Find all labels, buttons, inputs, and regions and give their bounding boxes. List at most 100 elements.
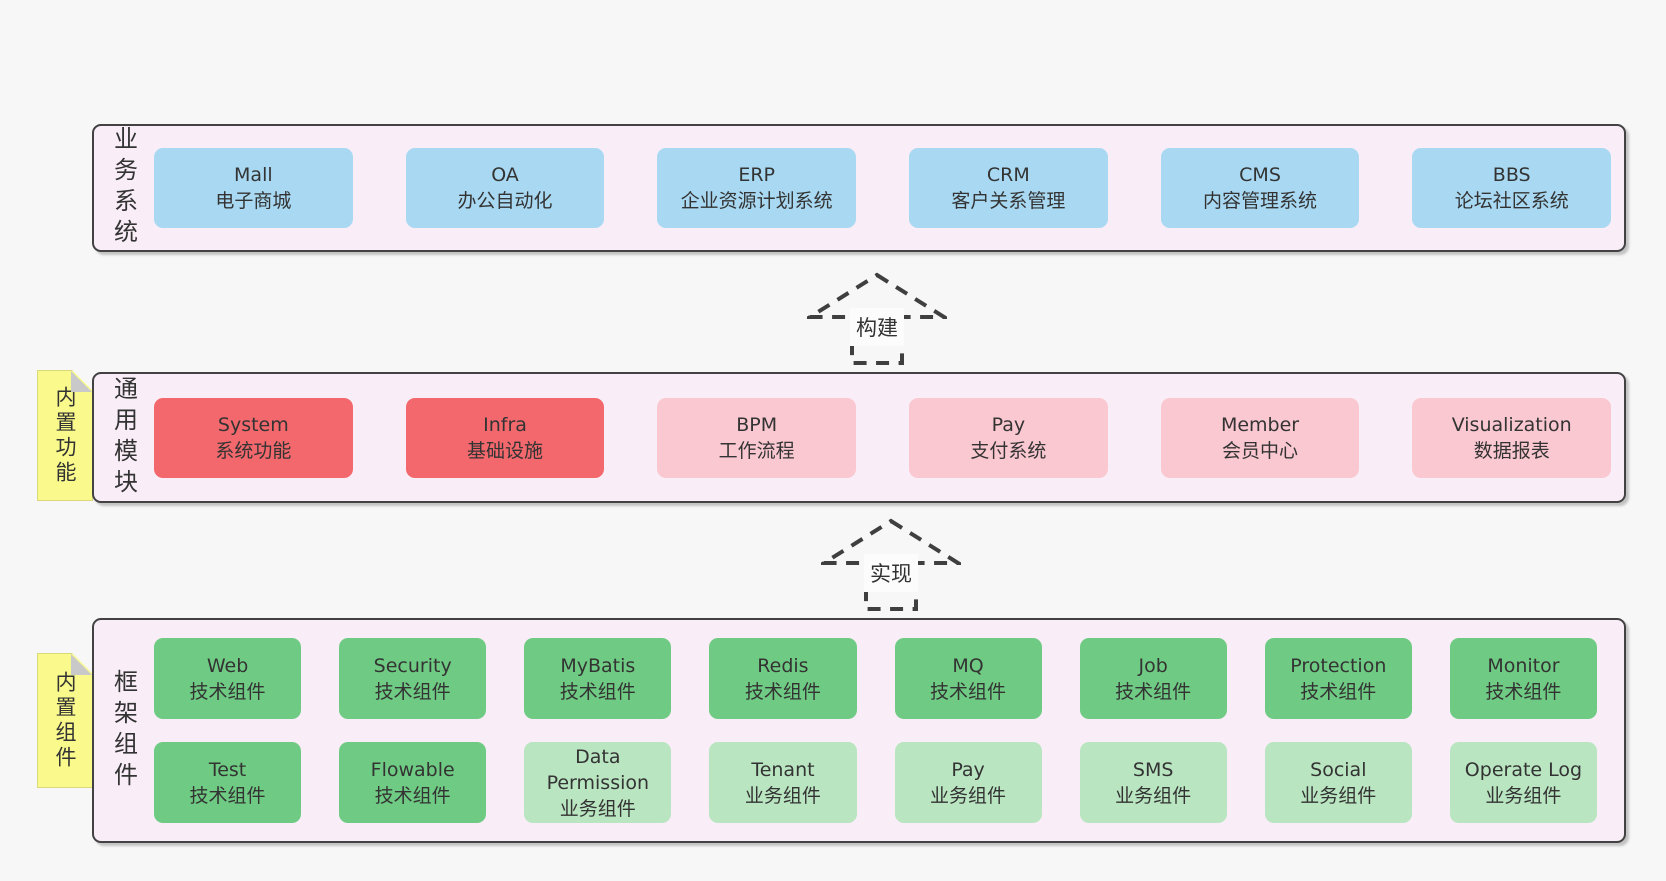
box-protection: Protection 技术组件 bbox=[1264, 638, 1412, 719]
layer-components-label: 框架组件 bbox=[109, 668, 138, 793]
box-subtitle: 数据报表 bbox=[1473, 439, 1550, 462]
box-bpm: BPM 工作流程 bbox=[657, 397, 857, 478]
arrow-build-label: 构建 bbox=[850, 308, 904, 346]
box-title: Pay bbox=[951, 758, 985, 781]
box-job: Job 技术组件 bbox=[1079, 638, 1227, 719]
layer-common-modules: 通用模块 System 系统功能 Infra 基础设施 BPM 工作流程 Pay… bbox=[92, 372, 1626, 503]
box-subtitle: 技术组件 bbox=[559, 680, 636, 703]
box-social: Social 业务组件 bbox=[1264, 742, 1412, 823]
box-subtitle: 业务组件 bbox=[1300, 784, 1377, 807]
box-title: Protection bbox=[1290, 654, 1387, 677]
components-row-2: Test 技术组件 Flowable 技术组件 Data Permission … bbox=[154, 742, 1597, 823]
sticky-note-builtin-components: 内置组件 bbox=[37, 653, 93, 788]
box-pay-module: Pay 支付系统 bbox=[909, 397, 1108, 478]
box-title: Mall bbox=[234, 164, 273, 186]
dashed-up-arrow-build bbox=[807, 272, 947, 365]
box-title: Social bbox=[1310, 758, 1367, 781]
box-subtitle: 业务组件 bbox=[1115, 784, 1192, 807]
box-infra: Infra 基础设施 bbox=[405, 397, 605, 478]
box-title: Flowable bbox=[370, 758, 455, 781]
box-subtitle: 支付系统 bbox=[970, 439, 1047, 462]
box-title: System bbox=[217, 413, 289, 436]
box-crm: CRM 客户关系管理 bbox=[909, 148, 1108, 228]
box-tenant: Tenant 业务组件 bbox=[709, 742, 857, 823]
box-subtitle: 电子商城 bbox=[215, 190, 292, 212]
layer-framework-components: 框架组件 Web 技术组件 Security 技术组件 MyBatis 技术组件… bbox=[92, 618, 1626, 843]
box-subtitle: 工作流程 bbox=[718, 439, 795, 462]
box-erp: ERP 企业资源计划系统 bbox=[657, 148, 857, 228]
layer-label-column: 框架组件 bbox=[94, 620, 154, 841]
box-title: MyBatis bbox=[560, 654, 636, 677]
sticky-note-builtin-features: 内置功能 bbox=[37, 370, 93, 501]
box-title: Monitor bbox=[1487, 654, 1560, 677]
box-subtitle: 技术组件 bbox=[189, 784, 266, 807]
box-subtitle: 客户关系管理 bbox=[951, 190, 1066, 212]
box-sms: SMS 业务组件 bbox=[1079, 742, 1227, 823]
box-member: Member 会员中心 bbox=[1160, 397, 1360, 478]
box-subtitle: 业务组件 bbox=[930, 784, 1007, 807]
box-subtitle: 业务组件 bbox=[1485, 784, 1562, 807]
box-title: SMS bbox=[1132, 758, 1174, 781]
business-box-row: Mall 电子商城 OA 办公自动化 ERP 企业资源计划系统 CRM 客户关系… bbox=[154, 126, 1624, 250]
box-title: Job bbox=[1138, 654, 1168, 677]
box-title: Data Permission bbox=[546, 745, 650, 794]
box-system: System 系统功能 bbox=[154, 397, 353, 478]
box-title: Member bbox=[1220, 413, 1300, 436]
box-subtitle: 技术组件 bbox=[374, 784, 451, 807]
box-pay-component: Pay 业务组件 bbox=[894, 742, 1042, 823]
layer-business-systems: 业务系统 Mall 电子商城 OA 办公自动化 ERP 企业资源计划系统 CRM… bbox=[92, 124, 1626, 252]
box-title: BBS bbox=[1492, 164, 1531, 186]
box-title: Tenant bbox=[751, 758, 815, 781]
box-subtitle: 技术组件 bbox=[930, 680, 1007, 703]
sticky-fold-icon bbox=[71, 371, 92, 392]
box-redis: Redis 技术组件 bbox=[709, 638, 857, 719]
box-web: Web 技术组件 bbox=[154, 638, 302, 719]
box-title: Visualization bbox=[1451, 413, 1572, 436]
box-title: Web bbox=[206, 654, 249, 677]
sticky-fold-icon bbox=[71, 654, 92, 675]
box-monitor: Monitor 技术组件 bbox=[1449, 638, 1597, 719]
layer-label-column: 业务系统 bbox=[94, 126, 154, 250]
box-subtitle: 内容管理系统 bbox=[1203, 190, 1318, 212]
box-title: Security bbox=[373, 654, 452, 677]
box-operate-log: Operate Log 业务组件 bbox=[1449, 742, 1597, 823]
box-subtitle: 业务组件 bbox=[559, 797, 636, 820]
box-subtitle: 企业资源计划系统 bbox=[680, 190, 833, 212]
box-mq: MQ 技术组件 bbox=[894, 638, 1042, 719]
box-title: BPM bbox=[736, 413, 778, 436]
box-flowable: Flowable 技术组件 bbox=[339, 742, 487, 823]
box-subtitle: 系统功能 bbox=[215, 439, 292, 462]
box-subtitle: 技术组件 bbox=[1115, 680, 1192, 703]
box-subtitle: 技术组件 bbox=[374, 680, 451, 703]
box-mall: Mall 电子商城 bbox=[154, 148, 353, 228]
box-test: Test 技术组件 bbox=[154, 742, 302, 823]
sticky-note-label: 内置组件 bbox=[53, 670, 77, 771]
box-title: Redis bbox=[757, 654, 809, 677]
sticky-note-label: 内置功能 bbox=[53, 385, 77, 486]
box-title: OA bbox=[491, 164, 519, 186]
components-row-1: Web 技术组件 Security 技术组件 MyBatis 技术组件 Redi… bbox=[154, 638, 1597, 719]
layer-business-label: 业务系统 bbox=[109, 126, 138, 250]
modules-box-row: System 系统功能 Infra 基础设施 BPM 工作流程 Pay 支付系统… bbox=[154, 374, 1624, 501]
box-title: Infra bbox=[483, 413, 527, 436]
box-subtitle: 基础设施 bbox=[467, 439, 544, 462]
box-bbs: BBS 论坛社区系统 bbox=[1412, 148, 1612, 228]
box-subtitle: 论坛社区系统 bbox=[1454, 190, 1569, 212]
box-subtitle: 办公自动化 bbox=[457, 190, 553, 212]
box-oa: OA 办公自动化 bbox=[405, 148, 605, 228]
box-subtitle: 技术组件 bbox=[1485, 680, 1562, 703]
box-subtitle: 会员中心 bbox=[1222, 439, 1299, 462]
layer-label-column: 通用模块 bbox=[94, 374, 154, 501]
box-mybatis: MyBatis 技术组件 bbox=[524, 638, 672, 719]
box-security: Security 技术组件 bbox=[339, 638, 487, 719]
box-data-permission: Data Permission 业务组件 bbox=[524, 742, 672, 823]
arrow-implement-label: 实现 bbox=[864, 554, 918, 592]
box-title: Operate Log bbox=[1464, 758, 1583, 781]
box-subtitle: 技术组件 bbox=[1300, 680, 1377, 703]
components-box-rows: Web 技术组件 Security 技术组件 MyBatis 技术组件 Redi… bbox=[154, 620, 1624, 841]
box-subtitle: 业务组件 bbox=[744, 784, 821, 807]
box-title: CMS bbox=[1239, 164, 1281, 186]
box-subtitle: 技术组件 bbox=[744, 680, 821, 703]
box-subtitle: 技术组件 bbox=[189, 680, 266, 703]
